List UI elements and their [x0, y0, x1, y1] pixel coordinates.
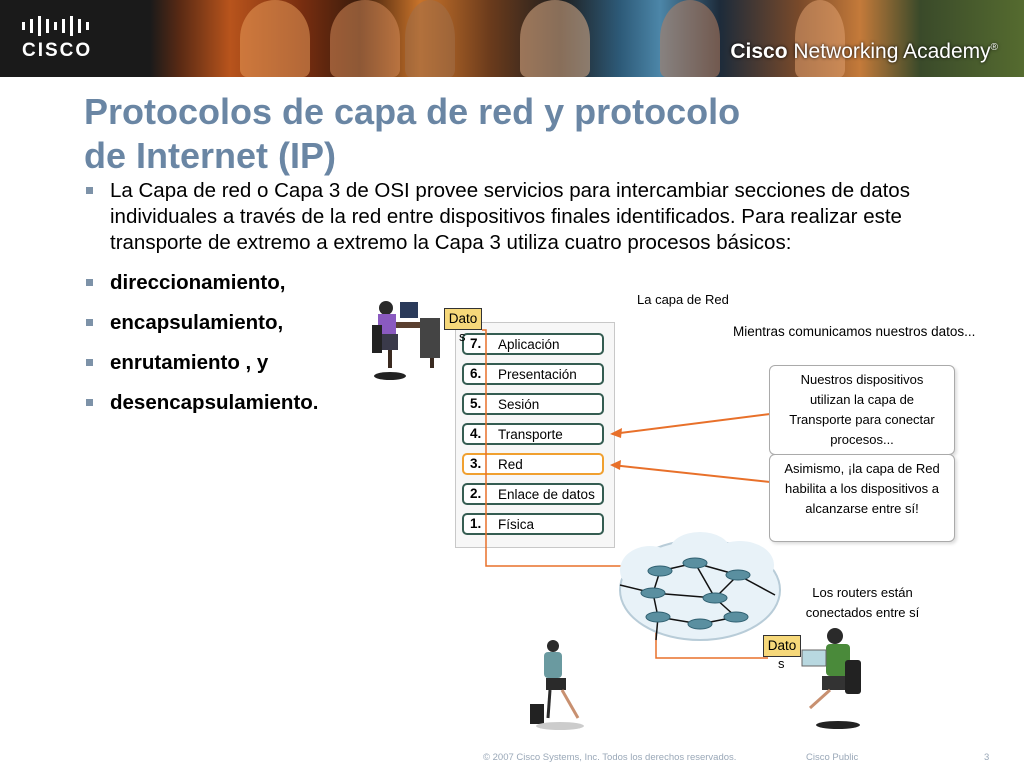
arrow-transport [611, 413, 771, 435]
network-cloud-icon [619, 532, 781, 641]
photo-face [660, 0, 720, 77]
diagram-title: La capa de Red [637, 292, 729, 307]
osi-layer-3: 3.Red [462, 453, 604, 475]
bullet-marker [86, 399, 93, 406]
data-packet-suffix: s [459, 329, 466, 344]
photo-face [405, 0, 455, 77]
data-packet-suffix: s [778, 656, 785, 671]
bullet-item: La Capa de red o Capa 3 de OSI provee se… [86, 178, 956, 256]
cisco-wordmark: CISCO [22, 40, 93, 61]
arrow-network [611, 464, 771, 483]
laptop-user-icon [801, 628, 861, 729]
routers-label: Los routers están conectados entre sí [805, 585, 920, 620]
callout-transport: Nuestros dispositivos utilizan la capa d… [769, 365, 955, 455]
slide-title-line2: de Internet (IP) [84, 135, 337, 176]
diagram-subtitle: Mientras comunicamos nuestros datos... [733, 324, 976, 339]
bullet-list: La Capa de red o Capa 3 de OSI provee se… [86, 178, 956, 430]
seated-person-icon [530, 640, 584, 730]
bullet-item: direccionamiento, [86, 270, 410, 296]
osi-layer-5: 5.Sesión [462, 393, 604, 415]
workstation-user-icon [372, 301, 440, 380]
photo-face [330, 0, 400, 77]
arrow-transport-head [610, 428, 622, 438]
cisco-bars-icon [22, 16, 89, 36]
photo-face [795, 0, 845, 77]
photo-face [240, 0, 310, 77]
osi-layer-7: 7.Aplicación [462, 333, 604, 355]
bullet-item: desencapsulamiento. [86, 390, 410, 416]
academy-brand: Cisco Networking Academy® [730, 40, 998, 63]
cisco-logo: CISCO [0, 0, 150, 77]
slide-title-line1: Protocolos de capa de red y protocolo [84, 91, 741, 132]
osi-layer-2: 2.Enlace de datos [462, 483, 604, 505]
bullet-item: encapsulamiento, [86, 310, 410, 336]
bullet-item: enrutamiento , y [86, 350, 410, 376]
bullet-marker [86, 279, 93, 286]
arrow-network-head [610, 460, 621, 470]
header-banner: CISCO Cisco Networking Academy® [0, 0, 1024, 77]
page-number: 3 [984, 752, 990, 763]
bullet-marker [86, 359, 93, 366]
bullet-marker [86, 319, 93, 326]
osi-layer-4: 4.Transporte [462, 423, 604, 445]
bullet-marker [86, 187, 93, 194]
footer-copyright: © 2007 Cisco Systems, Inc. Todos los der… [483, 752, 737, 763]
data-packet-tag: Dato [444, 308, 482, 330]
photo-face [520, 0, 590, 77]
data-packet-tag: Dato [763, 635, 801, 657]
osi-layer-6: 6.Presentación [462, 363, 604, 385]
data-path-line [482, 329, 768, 659]
callout-network: Asimismo, ¡la capa de Red habilita a los… [769, 454, 955, 542]
footer-classification: Cisco Public [806, 752, 859, 763]
slide-title: Protocolos de capa de red y protocolo de… [84, 90, 884, 178]
osi-layer-1: 1.Física [462, 513, 604, 535]
